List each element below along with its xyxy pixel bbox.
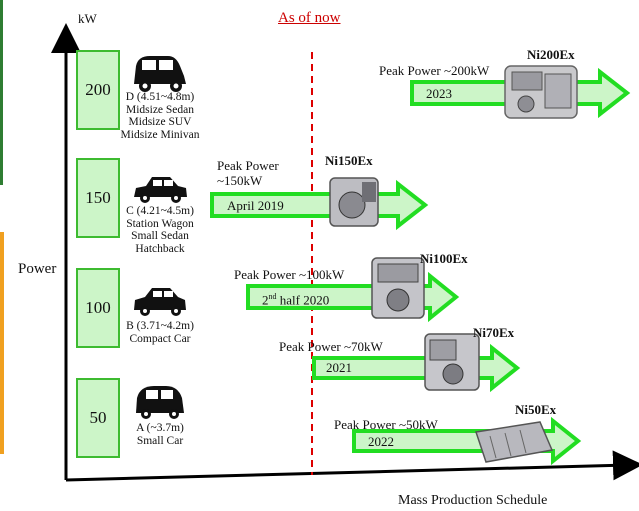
suv-icon [134,56,186,92]
peak-power-ni50ex: Peak Power ~50kW [334,417,438,432]
product-name-ni150ex: Ni150Ex [325,153,373,168]
car-class-d-size: D (4.51~4.8m) [125,91,195,103]
schedule-ni100ex-prefix: 2 [262,292,269,308]
y-axis-label: Power [18,261,57,277]
as-of-now-label: As of now [278,10,341,26]
peak-power-ni200ex: Peak Power ~200kW [379,63,490,78]
left-edge-strip-orange [0,232,4,454]
car-class-d-type-3: Midsize Minivan [120,128,200,141]
compact-car-icon [134,288,186,316]
y-axis-unit: kW [78,11,97,26]
x-axis [65,450,639,482]
car-class-c-type-1: Station Wagon [126,217,194,230]
schedule-ni100ex-suffix: half 2020 [276,292,330,308]
power-box-50: 50 [76,378,120,458]
car-class-c-size: C (4.21~4.5m) [126,205,194,217]
schedule-ni100ex-sup: nd [268,292,277,301]
car-class-b: B (3.71~4.2m) Compact Car [116,320,204,345]
car-class-c-type-2: Small Sedan [131,230,189,242]
schedule-ni200ex: 2023 [426,86,452,101]
product-name-ni200ex: Ni200Ex [527,47,575,62]
motor-ni150ex-icon [329,177,379,227]
power-box-200: 200 [76,50,120,130]
schedule-ni70ex: 2021 [326,360,352,375]
product-name-ni50ex: Ni50Ex [515,402,557,417]
motor-ni50ex-icon [475,421,554,463]
car-class-a-type-1: Small Car [136,434,184,447]
schedule-ni50ex: 2022 [368,434,394,449]
sedan-icon [134,177,187,203]
car-class-b-size: B (3.71~4.2m) [126,320,194,332]
car-class-d-type-2: Midsize SUV [128,116,192,128]
left-edge-strip-green [0,0,3,185]
product-name-ni100ex: Ni100Ex [420,251,468,266]
product-name-ni70ex: Ni70Ex [473,325,515,340]
car-class-b-type-1: Compact Car [129,332,191,345]
small-car-icon [136,386,184,419]
schedule-ni150ex: April 2019 [227,198,284,213]
car-class-c-type-3: Hatchback [135,242,185,255]
car-class-d: D (4.51~4.8m) Midsize Sedan Midsize SUV … [116,91,204,141]
schedule-ni100ex: 2nd half 2020 [262,289,329,307]
motor-ni100ex-icon [371,257,425,319]
car-class-a-size: A (~3.7m) [136,422,184,434]
peak-power-ni70ex: Peak Power ~70kW [279,339,383,354]
peak-power-ni100ex: Peak Power ~100kW [234,267,345,282]
car-class-c: C (4.21~4.5m) Station Wagon Small Sedan … [116,205,204,255]
power-box-150: 150 [76,158,120,238]
peak-power-ni150ex-line1: Peak Power [217,158,279,173]
car-class-d-type-1: Midsize Sedan [125,103,195,116]
peak-power-ni150ex-line2: ~150kW [217,173,263,188]
x-axis-label: Mass Production Schedule [398,493,548,508]
car-class-a: A (~3.7m) Small Car [116,422,204,447]
motor-ni70ex-icon [424,333,480,391]
motor-ni200ex-icon [504,65,578,119]
power-box-100: 100 [76,268,120,348]
